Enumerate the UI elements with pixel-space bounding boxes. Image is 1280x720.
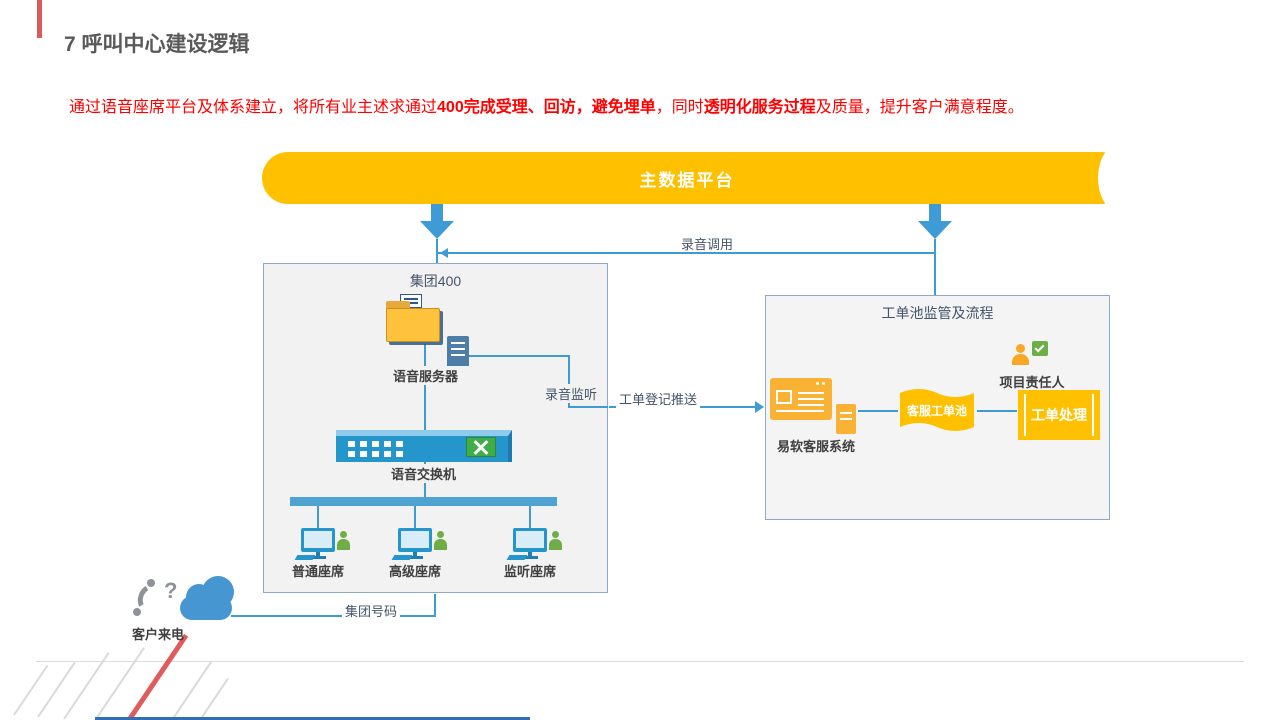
seat-label-monitor: 监听座席 [490,561,570,580]
recording-monitor-label: 录音监听 [542,384,601,403]
arrow-down-icon [431,204,443,221]
ticket-processing-label: 工单处理 [1031,407,1087,423]
intro-segment: ，同时 [655,99,704,116]
connector-line [436,239,438,263]
connector-line [434,594,436,617]
keyboard-icon [294,555,316,560]
banner-label: 主数据平台 [639,170,735,190]
seat-label-senior: 高级座席 [375,561,455,580]
agent-person-icon [337,539,350,550]
intro-bold-segment: 400完成受理、回访，避免埋单 [437,99,656,116]
voice-server-label: 语音服务器 [358,366,493,385]
ticket-processing-box: 工单处理 [1018,390,1100,440]
page-title: 7 呼叫中心建设逻辑 [64,33,250,56]
keyboard-icon [391,555,413,560]
project-owner-label: 项目责任人 [999,375,1065,390]
connector-line [424,344,426,430]
connector-line [568,355,570,408]
monitor-base-icon [407,556,423,559]
owner-person-icon [1012,354,1029,365]
monitor-stand-icon [528,552,532,557]
connector-line [231,615,435,617]
connector-line [977,410,1017,412]
caller-label: 客户来电 [131,627,184,642]
connector-line [436,252,936,254]
voice-switch-label: 语音交换机 [356,464,491,483]
intro-bold-segment: 透明化服务过程 [703,99,816,116]
banner-notch-shape [1098,148,1130,208]
agent-person-icon [437,531,444,538]
owner-person-icon [1016,344,1025,353]
phone-handset-icon [147,579,155,587]
agent-person-icon [549,539,562,550]
ticket-push-label: 工单登记推送 [616,389,701,408]
recording-call-label: 录音调用 [681,237,734,252]
connector-line [317,506,319,530]
bottom-blue-strip [95,717,530,720]
agent-person-icon [552,531,559,538]
crm-system-label: 易软客服系统 [776,439,855,454]
connector-line [858,410,898,412]
group400-title: 集团400 [409,273,462,289]
intro-segment: 及质量，提升客户满意程度。 [815,99,1024,116]
ticket-pool-wave-shape [898,384,976,436]
agent-person-icon [434,539,447,550]
monitor-stand-icon [316,552,320,557]
main-data-platform-banner: 主数据平台 [262,152,1112,204]
folder-icon [386,308,440,342]
connector-line [934,239,936,295]
footer-divider [36,661,1244,662]
arrow-right-icon [755,401,764,413]
connector-line [469,355,570,357]
switch-ports [348,441,408,457]
arrow-left-icon [440,248,448,258]
top-accent-bar [37,0,42,38]
connector-line [414,506,416,530]
arrow-down-icon [420,221,454,239]
ticket-pool-label: 客服工单池 [906,404,967,418]
workstation-monitor-icon [398,528,432,552]
crm-window-icon [770,378,832,420]
folder-icon [386,301,410,310]
cloud-icon [180,596,232,620]
connector-line [568,406,608,408]
phone-handset-icon [133,608,141,616]
workstation-monitor-icon [513,528,547,552]
arrow-down-icon [929,204,941,221]
seat-bus-bar [290,497,557,506]
crm-document-icon [836,404,856,434]
monitor-base-icon [310,556,326,559]
intro-segment: 通过语音座席平台及体系建立，将所有业主述求通过 [69,99,438,116]
monitor-stand-icon [413,552,417,557]
ticket-pool-title: 工单池监管及流程 [881,305,994,321]
seat-label-normal: 普通座席 [278,561,358,580]
group-number-label: 集团号码 [342,601,401,620]
agent-person-icon [340,531,347,538]
workstation-monitor-icon [301,528,335,552]
connector-line [529,506,531,530]
unknown-caller-mark: ? [164,578,178,603]
keyboard-icon [506,555,528,560]
checked-document-icon [1032,341,1048,356]
intro-text: 通过语音座席平台及体系建立，将所有业主述求通过400完成受理、回访，避免埋单，同… [69,96,1219,120]
diagonal-stripe [199,677,229,720]
arrow-down-icon [918,221,952,239]
monitor-base-icon [522,556,538,559]
